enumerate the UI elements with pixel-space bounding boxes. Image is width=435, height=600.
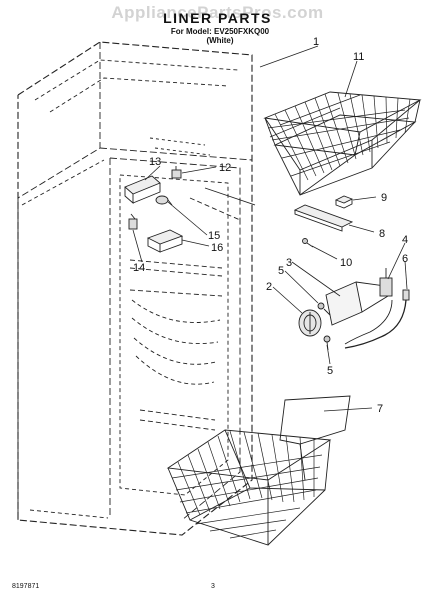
part-9-clip xyxy=(334,195,354,209)
part-14-bulb xyxy=(128,213,138,230)
callout-6: 6 xyxy=(402,253,408,265)
callout-16: 16 xyxy=(211,242,223,254)
leader-lines xyxy=(132,45,408,412)
part-2-cover xyxy=(298,309,322,337)
callout-5-top: 5 xyxy=(278,265,284,277)
upper-wire-basket xyxy=(263,91,422,196)
part-8-rail xyxy=(293,204,354,232)
callout-2: 2 xyxy=(266,281,272,293)
callout-9: 9 xyxy=(381,192,387,204)
callout-15: 15 xyxy=(208,230,220,242)
callout-10: 10 xyxy=(340,257,352,269)
part-13-housing xyxy=(124,175,161,204)
page-title: LINER PARTS xyxy=(163,10,272,26)
part-3-bracket xyxy=(325,281,389,326)
page-number: 3 xyxy=(211,583,215,590)
callout-12: 12 xyxy=(219,162,231,174)
callout-11: 11 xyxy=(353,51,364,63)
callout-5-bottom: 5 xyxy=(327,365,333,377)
part-6-wire xyxy=(344,289,410,349)
part-16-bracket xyxy=(146,229,184,253)
watermark: AppliancePartsPros.com xyxy=(111,3,324,22)
lower-wire-basket xyxy=(166,395,351,546)
part-15-sensor-clip xyxy=(155,195,173,206)
model-line: For Model: EV250FXKQ00 xyxy=(170,27,270,36)
liner-cabinet xyxy=(17,41,256,536)
part-12-knob xyxy=(171,166,182,179)
callout-14: 14 xyxy=(133,262,145,274)
callout-1: 1 xyxy=(313,36,319,48)
callout-13: 13 xyxy=(149,156,161,168)
color-line: (White) xyxy=(206,36,234,45)
document-number: 8197871 xyxy=(12,583,40,590)
callout-3: 3 xyxy=(286,257,292,269)
callout-4: 4 xyxy=(402,234,408,246)
callout-7: 7 xyxy=(377,403,383,415)
part-10-screw xyxy=(302,238,314,248)
callout-labels: 1 11 13 12 9 8 15 16 14 10 3 4 5 6 2 5 7 xyxy=(133,36,408,415)
part-4-socket xyxy=(379,268,393,297)
callout-8: 8 xyxy=(379,228,385,240)
